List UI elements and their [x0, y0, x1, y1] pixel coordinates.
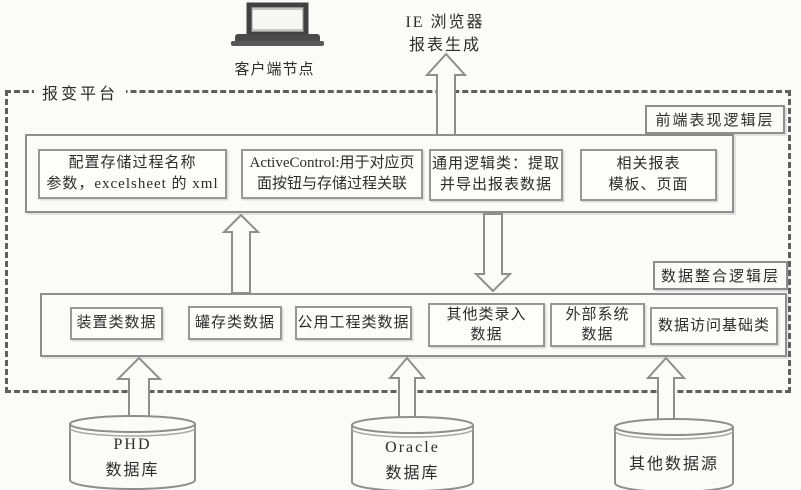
platform-label: 报变平台	[34, 80, 127, 104]
box-text-line: 其他类录入	[446, 307, 527, 323]
box-text-line: 公用工程类数据	[297, 314, 410, 331]
front-box-stored-proc-config: 配置存储过程名称 参数，excelsheet 的 xml	[38, 149, 227, 199]
data-box-device: 装置类数据	[70, 307, 163, 340]
front-layer-container	[25, 134, 734, 213]
data-layer-container	[40, 293, 787, 357]
oracle-database-label: Oracle 数据库	[352, 435, 473, 487]
box-text-line: 通用逻辑类：提取	[431, 156, 560, 172]
front-box-activecontrol: ActiveControl:用于对应页 面按钮与存储过程关联	[241, 149, 423, 199]
data-box-external-system: 外部系统 数据	[550, 303, 645, 347]
client-node-label: 客户端节点	[234, 62, 315, 78]
box-text-line: 数据访问基础类	[657, 317, 770, 334]
box-text-line: 并导出报表数据	[439, 177, 552, 193]
db-text-line: 其他数据源	[628, 456, 719, 473]
db-text-line: PHD	[113, 436, 152, 453]
box-text-line: 配置存储过程名称	[68, 155, 197, 171]
box-text-line: 外部系统	[565, 307, 630, 323]
box-text-line: 模板、页面	[608, 177, 689, 193]
box-text-line: 罐存类数据	[194, 314, 275, 331]
db-text-line: Oracle	[385, 439, 440, 456]
browser-subtitle: 报表生成	[408, 37, 481, 54]
other-datasource-label: 其他数据源	[615, 452, 733, 478]
laptop-icon	[231, 2, 324, 46]
box-text-line: 数据	[470, 327, 503, 343]
data-box-other-entry: 其他类录入 数据	[428, 303, 545, 347]
data-box-data-access-base: 数据访问基础类	[650, 307, 778, 345]
data-layer-label: 数据整合逻辑层	[653, 261, 788, 290]
db-text-line: 数据库	[105, 462, 160, 479]
box-text-line: 面按钮与存储过程关联	[256, 176, 407, 192]
browser-title: IE 浏览器	[405, 14, 485, 31]
data-box-utility: 公用工程类数据	[295, 306, 412, 340]
box-text-line: 相关报表	[616, 156, 681, 172]
front-box-common-logic: 通用逻辑类：提取 并导出报表数据	[429, 149, 563, 201]
front-layer-label: 前端表现逻辑层	[645, 105, 785, 134]
box-text-line: ActiveControl:用于对应页	[249, 155, 415, 171]
phd-database-label: PHD 数据库	[70, 432, 195, 484]
box-text-line: 参数，excelsheet 的 xml	[46, 176, 219, 192]
box-text-line: 装置类数据	[76, 315, 157, 331]
db-text-line: 数据库	[385, 465, 440, 482]
box-text-line: 数据	[581, 327, 614, 343]
data-box-tank: 罐存类数据	[188, 306, 282, 340]
front-box-report-templates: 相关报表 模板、页面	[580, 149, 717, 201]
